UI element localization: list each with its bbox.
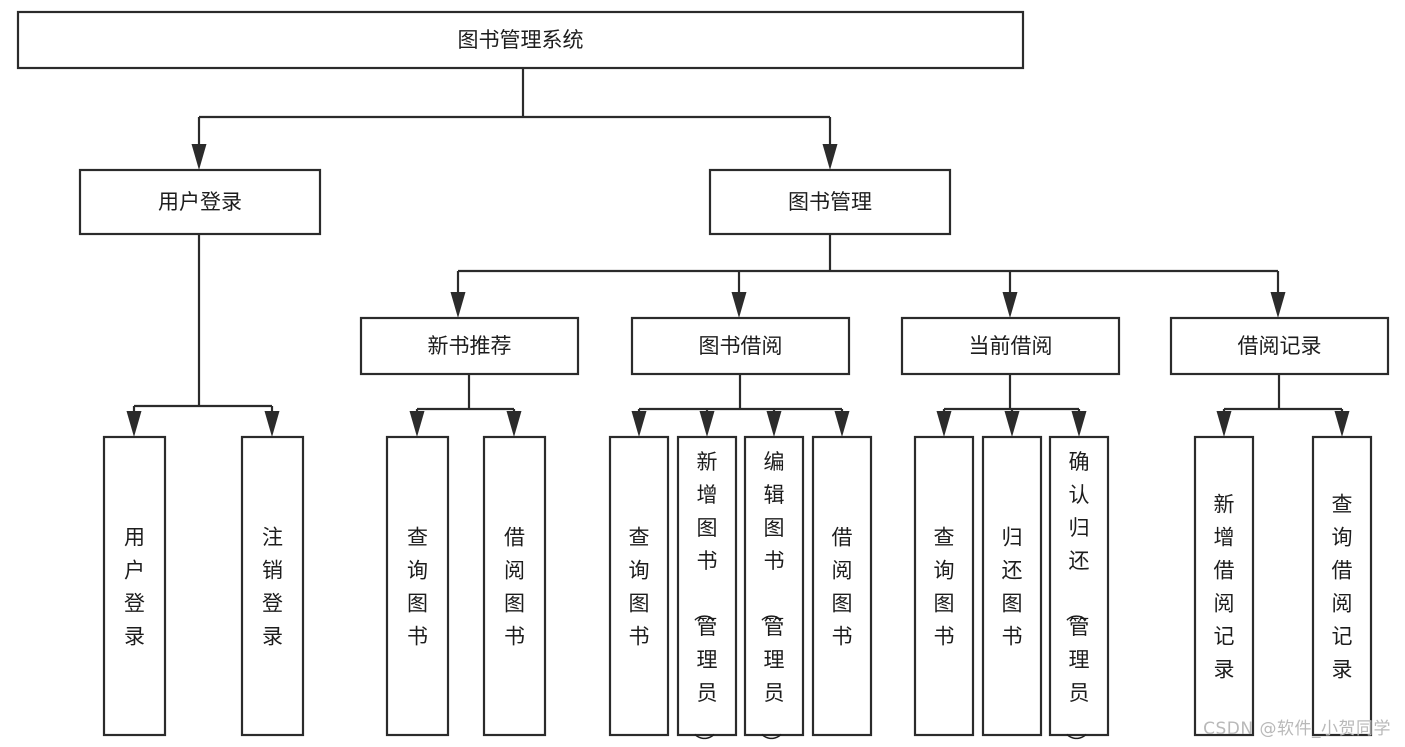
arrow-head-icon [822,144,838,170]
node-user-login[interactable]: 用户登录 [78,168,322,236]
leaf-box [482,435,547,737]
arrow-head-icon [731,292,747,318]
leaf-edit-book-admin[interactable]: 编辑图书（管理员） [743,435,805,747]
node-label: 图书管理系统 [458,28,584,52]
arrow-head-icon [766,411,782,437]
arrow-head-icon [699,411,715,437]
edge-root-bus [191,68,838,170]
leaf-label: 查询图书 [934,525,955,648]
leaf-box [1048,435,1110,737]
leaf-box [385,435,450,737]
arrow-head-icon [409,411,425,437]
leaf-box [1311,435,1373,737]
arrow-head-icon [506,411,522,437]
arrow-head-icon [936,411,952,437]
leaf-box [676,435,738,737]
leaf-box [240,435,305,737]
leaf-box [608,435,670,737]
leaf-label: 编辑图书（管理员） [759,450,785,747]
node-label: 新书推荐 [428,334,512,358]
leaf-add-book-admin[interactable]: 新增图书（管理员） [676,435,738,747]
node-book-manage[interactable]: 图书管理 [708,168,952,236]
leaf-box [811,435,873,737]
edge-manage-bus [450,234,1286,318]
leaf-label: 新增借阅记录 [1214,492,1235,681]
node-label: 图书借阅 [699,334,783,358]
node-label: 用户登录 [158,190,242,214]
edge-record-bus [1216,374,1350,437]
leaf-query-borrow-record[interactable]: 查询借阅记录 [1311,435,1373,737]
leaf-query-book-current[interactable]: 查询图书 [913,435,975,737]
node-box [708,168,952,236]
node-label: 图书管理 [788,190,872,214]
leaf-label: 注销登录 [262,525,283,648]
arrow-head-icon [1071,411,1087,437]
arrow-head-icon [1004,411,1020,437]
leaf-box [913,435,975,737]
arrow-head-icon [1270,292,1286,318]
connector-layer [126,68,1350,437]
node-box [359,316,580,376]
leaf-label: 新增图书（管理员） [692,450,718,747]
leaf-box [981,435,1043,737]
node-layer: 图书管理系统用户登录图书管理新书推荐图书借阅当前借阅借阅记录用户登录注销登录查询… [16,10,1390,747]
node-label: 借阅记录 [1238,334,1322,358]
edge-borrow-bus [631,374,850,437]
leaf-user-login[interactable]: 用户登录 [102,435,167,737]
node-current-borrow[interactable]: 当前借阅 [900,316,1121,376]
leaf-box [102,435,167,737]
node-box [16,10,1025,70]
leaf-confirm-return[interactable]: 确认归还（管理员） [1048,435,1110,747]
leaf-label: 查询图书 [629,525,650,648]
leaf-label: 确认归还（管理员） [1064,450,1090,747]
leaf-label: 借阅图书 [504,525,525,648]
arrow-head-icon [1002,292,1018,318]
leaf-label: 归还图书 [1002,525,1023,648]
leaf-add-borrow-record[interactable]: 新增借阅记录 [1193,435,1255,737]
leaf-box [1193,435,1255,737]
node-box [630,316,851,376]
arrow-head-icon [450,292,466,318]
node-borrow-record[interactable]: 借阅记录 [1169,316,1390,376]
node-root[interactable]: 图书管理系统 [16,10,1025,70]
arrow-head-icon [191,144,207,170]
leaf-label: 借阅图书 [832,525,853,648]
leaf-label: 查询图书 [407,525,428,648]
arrow-head-icon [264,411,280,437]
leaf-borrow-book[interactable]: 借阅图书 [811,435,873,737]
node-label: 当前借阅 [969,334,1053,358]
arrow-head-icon [1334,411,1350,437]
edge-current-bus [936,374,1087,437]
arrow-head-icon [834,411,850,437]
leaf-query-book-rec[interactable]: 查询图书 [385,435,450,737]
node-box [900,316,1121,376]
arrow-head-icon [1216,411,1232,437]
node-box [78,168,322,236]
edge-newbook-bus [409,374,522,437]
leaf-logout[interactable]: 注销登录 [240,435,305,737]
leaf-query-book-borrow[interactable]: 查询图书 [608,435,670,737]
leaf-borrow-book-rec[interactable]: 借阅图书 [482,435,547,737]
leaf-label: 用户登录 [124,525,145,648]
leaf-label: 查询借阅记录 [1332,492,1353,681]
arrow-head-icon [631,411,647,437]
edge-login-bus [126,234,280,437]
arrow-head-icon [126,411,142,437]
leaf-box [743,435,805,737]
node-new-book-rec[interactable]: 新书推荐 [359,316,580,376]
node-book-borrow[interactable]: 图书借阅 [630,316,851,376]
node-box [1169,316,1390,376]
leaf-return-book[interactable]: 归还图书 [981,435,1043,737]
